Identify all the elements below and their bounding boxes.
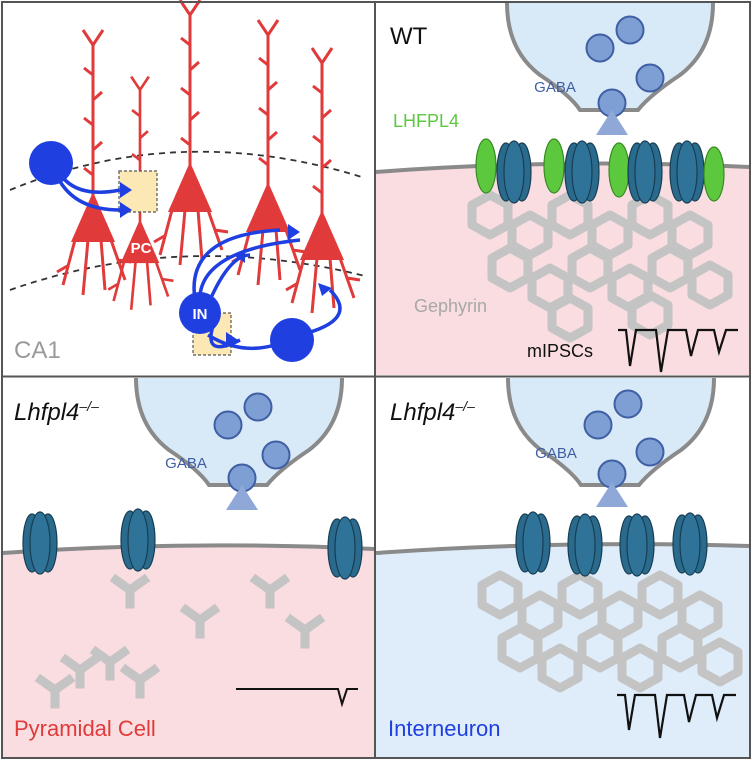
panel-ko-interneuron: GABA Lhfpl4–/– Interneuron <box>375 377 750 757</box>
vesicle-fusion <box>596 482 628 507</box>
gaba-label: GABA <box>535 445 577 462</box>
gephyrin-label: Gephyrin <box>414 296 487 316</box>
panel-wt: GABA WT LHFPL4 Gephyrin mIPSCs <box>375 2 750 375</box>
interneuron-soma <box>270 318 314 362</box>
panel-ko-pyramidal: GABA Lhfpl4–/– Pyramidal Cell <box>2 377 375 757</box>
panel-ca1: PC IN CA1 <box>3 0 374 375</box>
lhfpl4-label: LHFPL4 <box>393 111 459 131</box>
genotype-label: Lhfpl4–/– <box>390 398 475 426</box>
interneuron-soma <box>29 141 73 185</box>
gaba-label: GABA <box>534 79 576 96</box>
interneuron-projections <box>53 164 342 351</box>
vesicle-fusion <box>226 485 258 510</box>
axon-terminals <box>120 182 332 348</box>
cell-type-label: Pyramidal Cell <box>14 716 156 741</box>
gaba-label: GABA <box>165 455 207 472</box>
mipsc-trace <box>618 328 738 373</box>
in-label: IN <box>193 306 208 323</box>
postsynaptic-region <box>3 545 374 757</box>
genotype-label: Lhfpl4–/– <box>14 398 99 426</box>
vesicle-fusion <box>596 110 628 135</box>
cell-type-label: Interneuron <box>388 716 501 741</box>
mipsc-trace <box>617 693 736 739</box>
mipscs-label: mIPSCs <box>527 341 593 361</box>
pc-label: PC <box>131 240 152 257</box>
interneuron-soma <box>179 292 221 334</box>
mipsc-trace <box>236 688 358 708</box>
genotype-label: WT <box>390 23 428 50</box>
region-label: CA1 <box>14 337 61 364</box>
